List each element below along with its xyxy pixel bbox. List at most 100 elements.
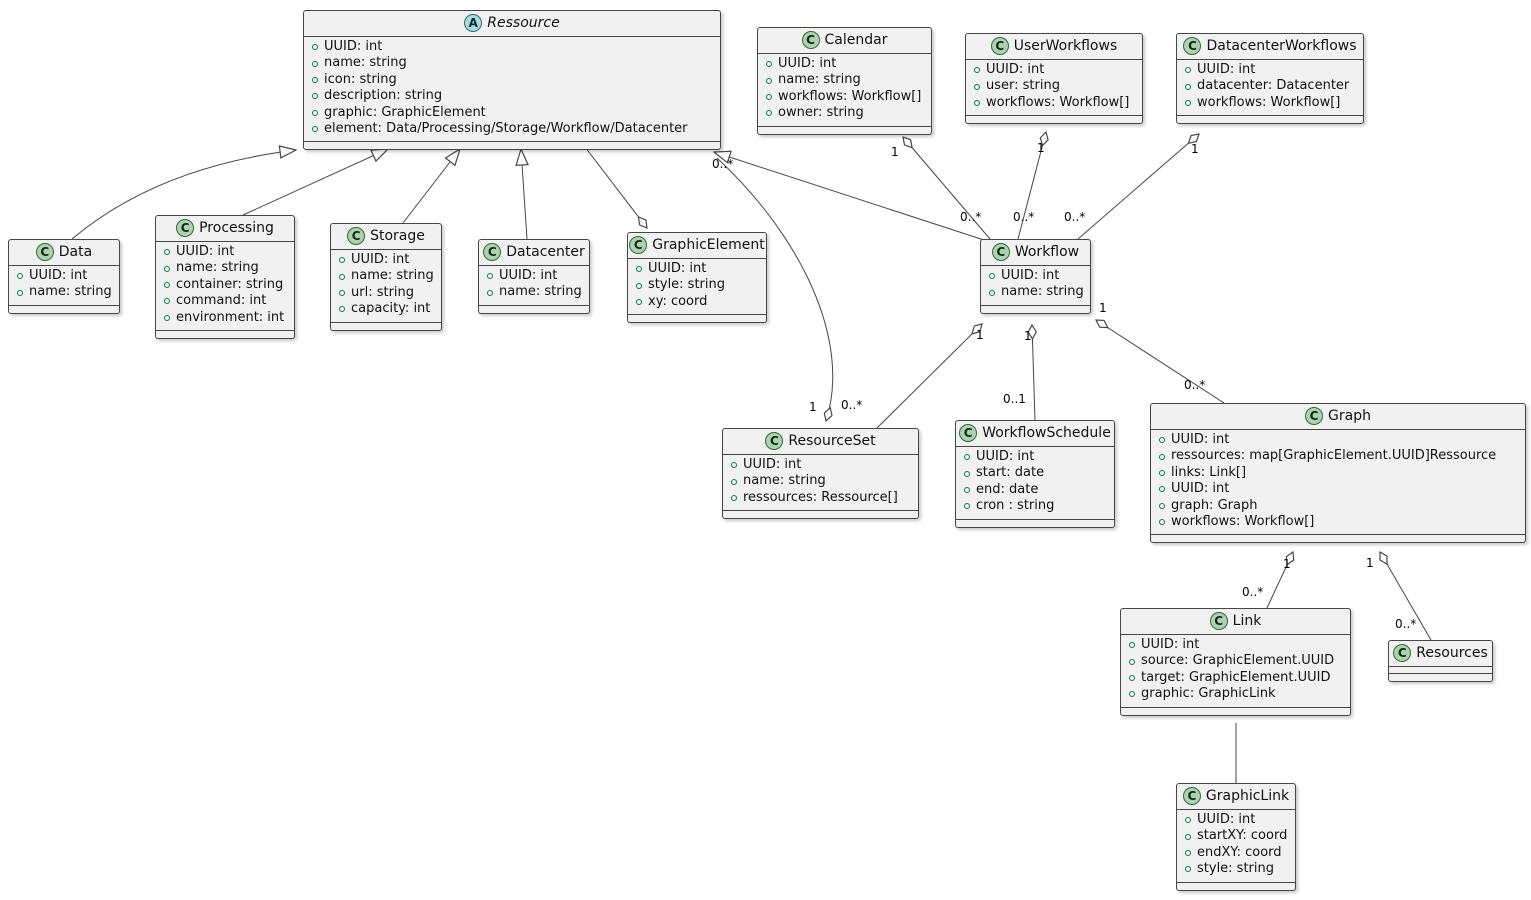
attribute: source: GraphicElement.UUID [1129, 653, 1342, 669]
edge-storage-extends-ressource [402, 149, 460, 224]
field-icon [339, 290, 345, 297]
edge-datacenter-extends-ressource [521, 149, 527, 240]
edge-workflow-graph [1096, 320, 1225, 404]
multiplicity-label: 0..1 [1003, 392, 1026, 406]
attribute: UUID: int [964, 449, 1106, 465]
class-graph: C Graph UUID: int ressources: map[Graphi… [1150, 403, 1526, 544]
class-icon: C [176, 219, 195, 237]
multiplicity-label: 0..* [1013, 210, 1035, 224]
attribute: element: Data/Processing/Storage/Workflo… [312, 121, 712, 137]
field-icon [636, 299, 642, 306]
multiplicity-label: 1 [1024, 329, 1032, 343]
field-icon [964, 487, 970, 494]
attribute: name: string [164, 260, 286, 276]
attribute: links: Link[] [1159, 465, 1517, 481]
field-icon [1129, 675, 1135, 682]
class-resources: C Resources [1388, 640, 1493, 682]
edge-processing-extends-ressource [242, 149, 388, 216]
multiplicity-label: 0..* [960, 210, 982, 224]
class-header: C Data [9, 240, 119, 266]
attribute: UUID: int [17, 268, 111, 284]
class-header: C UserWorkflows [966, 34, 1142, 60]
field-icon [312, 93, 318, 100]
class-processing: C Processing UUID: int name: string cont… [155, 215, 295, 340]
multiplicity-label: 1 [809, 400, 817, 414]
attribute: style: string [1185, 861, 1287, 877]
class-data: C Data UUID: int name: string [8, 239, 120, 314]
attribute: UUID: int [1185, 812, 1287, 828]
class-header: C DatacenterWorkflows [1177, 34, 1363, 60]
field-icon [487, 289, 493, 296]
abstract-class-icon: A [464, 14, 483, 32]
attribute: UUID: int [1185, 62, 1355, 78]
multiplicity-label: 1 [1283, 557, 1291, 571]
attribute: UUID: int [487, 268, 581, 284]
edge-graph-link [1266, 552, 1293, 609]
field-icon [1185, 866, 1191, 873]
edge-workflow-workflowschedule [1032, 325, 1035, 421]
class-title: Data [58, 244, 93, 260]
attribute: UUID: int [766, 56, 923, 72]
attribute: name: string [731, 473, 910, 489]
class-title: Resources [1416, 645, 1488, 661]
class-title: Datacenter [506, 244, 585, 260]
class-header: C GraphicElement [628, 233, 766, 259]
attribute: name: string [766, 72, 923, 88]
field-icon [1159, 502, 1165, 509]
class-icon: C [483, 243, 502, 261]
class-title: Calendar [824, 32, 888, 48]
attribute: UUID: int [1159, 481, 1517, 497]
class-header: C GraphicLink [1177, 784, 1295, 810]
field-icon [1159, 486, 1165, 493]
field-icon [1185, 100, 1191, 107]
field-icon [964, 503, 970, 510]
edge-workflow-resourceset [876, 324, 982, 429]
attribute: UUID: int [339, 252, 433, 268]
attribute: user: string [974, 78, 1134, 94]
attribute: description: string [312, 88, 712, 104]
class-header: C Processing [156, 216, 294, 242]
field-icon [1129, 642, 1135, 649]
class-header: C WorkflowSchedule [956, 421, 1114, 447]
field-icon [1129, 691, 1135, 698]
class-header: C ResourceSet [723, 429, 918, 455]
edge-workflow-extends-ressource [714, 152, 985, 241]
class-datacenter: C Datacenter UUID: int name: string [478, 239, 590, 314]
field-icon [1185, 67, 1191, 74]
class-icon: C [1182, 787, 1201, 805]
class-title: UserWorkflows [1013, 38, 1118, 54]
multiplicity-label: 1 [976, 328, 984, 342]
attribute: ressources: map[GraphicElement.UUID]Ress… [1159, 448, 1517, 464]
class-icon: C [1393, 644, 1412, 662]
class-icon: C [1305, 407, 1324, 425]
attribute: graph: Graph [1159, 498, 1517, 514]
multiplicity-label: 1 [1366, 556, 1374, 570]
class-ressource: A Ressource UUID: int name: string icon:… [303, 10, 721, 151]
field-icon [164, 314, 170, 321]
class-header: C Resources [1389, 641, 1492, 667]
class-title: Processing [199, 220, 274, 236]
field-icon [731, 478, 737, 485]
field-icon [1159, 519, 1165, 526]
attribute: UUID: int [989, 268, 1082, 284]
multiplicity-label: 0..* [1242, 585, 1264, 599]
field-icon [766, 94, 772, 101]
attribute: name: string [17, 284, 112, 300]
edge-calendar-workflow [903, 137, 991, 240]
attribute: url: string [339, 285, 433, 301]
class-icon: C [990, 37, 1009, 55]
attribute: UUID: int [636, 261, 758, 277]
class-link: C Link UUID: int source: GraphicElement.… [1120, 608, 1351, 716]
attribute: cron : string [964, 498, 1106, 514]
class-title: GraphicElement [652, 237, 765, 253]
class-header: C Datacenter [479, 240, 589, 266]
field-icon [766, 77, 772, 84]
class-icon: C [991, 243, 1010, 261]
field-icon [1159, 470, 1165, 477]
class-header: C Calendar [758, 28, 931, 54]
attribute: startXY: coord [1185, 828, 1287, 844]
class-icon: C [629, 236, 648, 254]
field-icon [1185, 833, 1191, 840]
multiplicity-label: 1 [891, 145, 899, 159]
